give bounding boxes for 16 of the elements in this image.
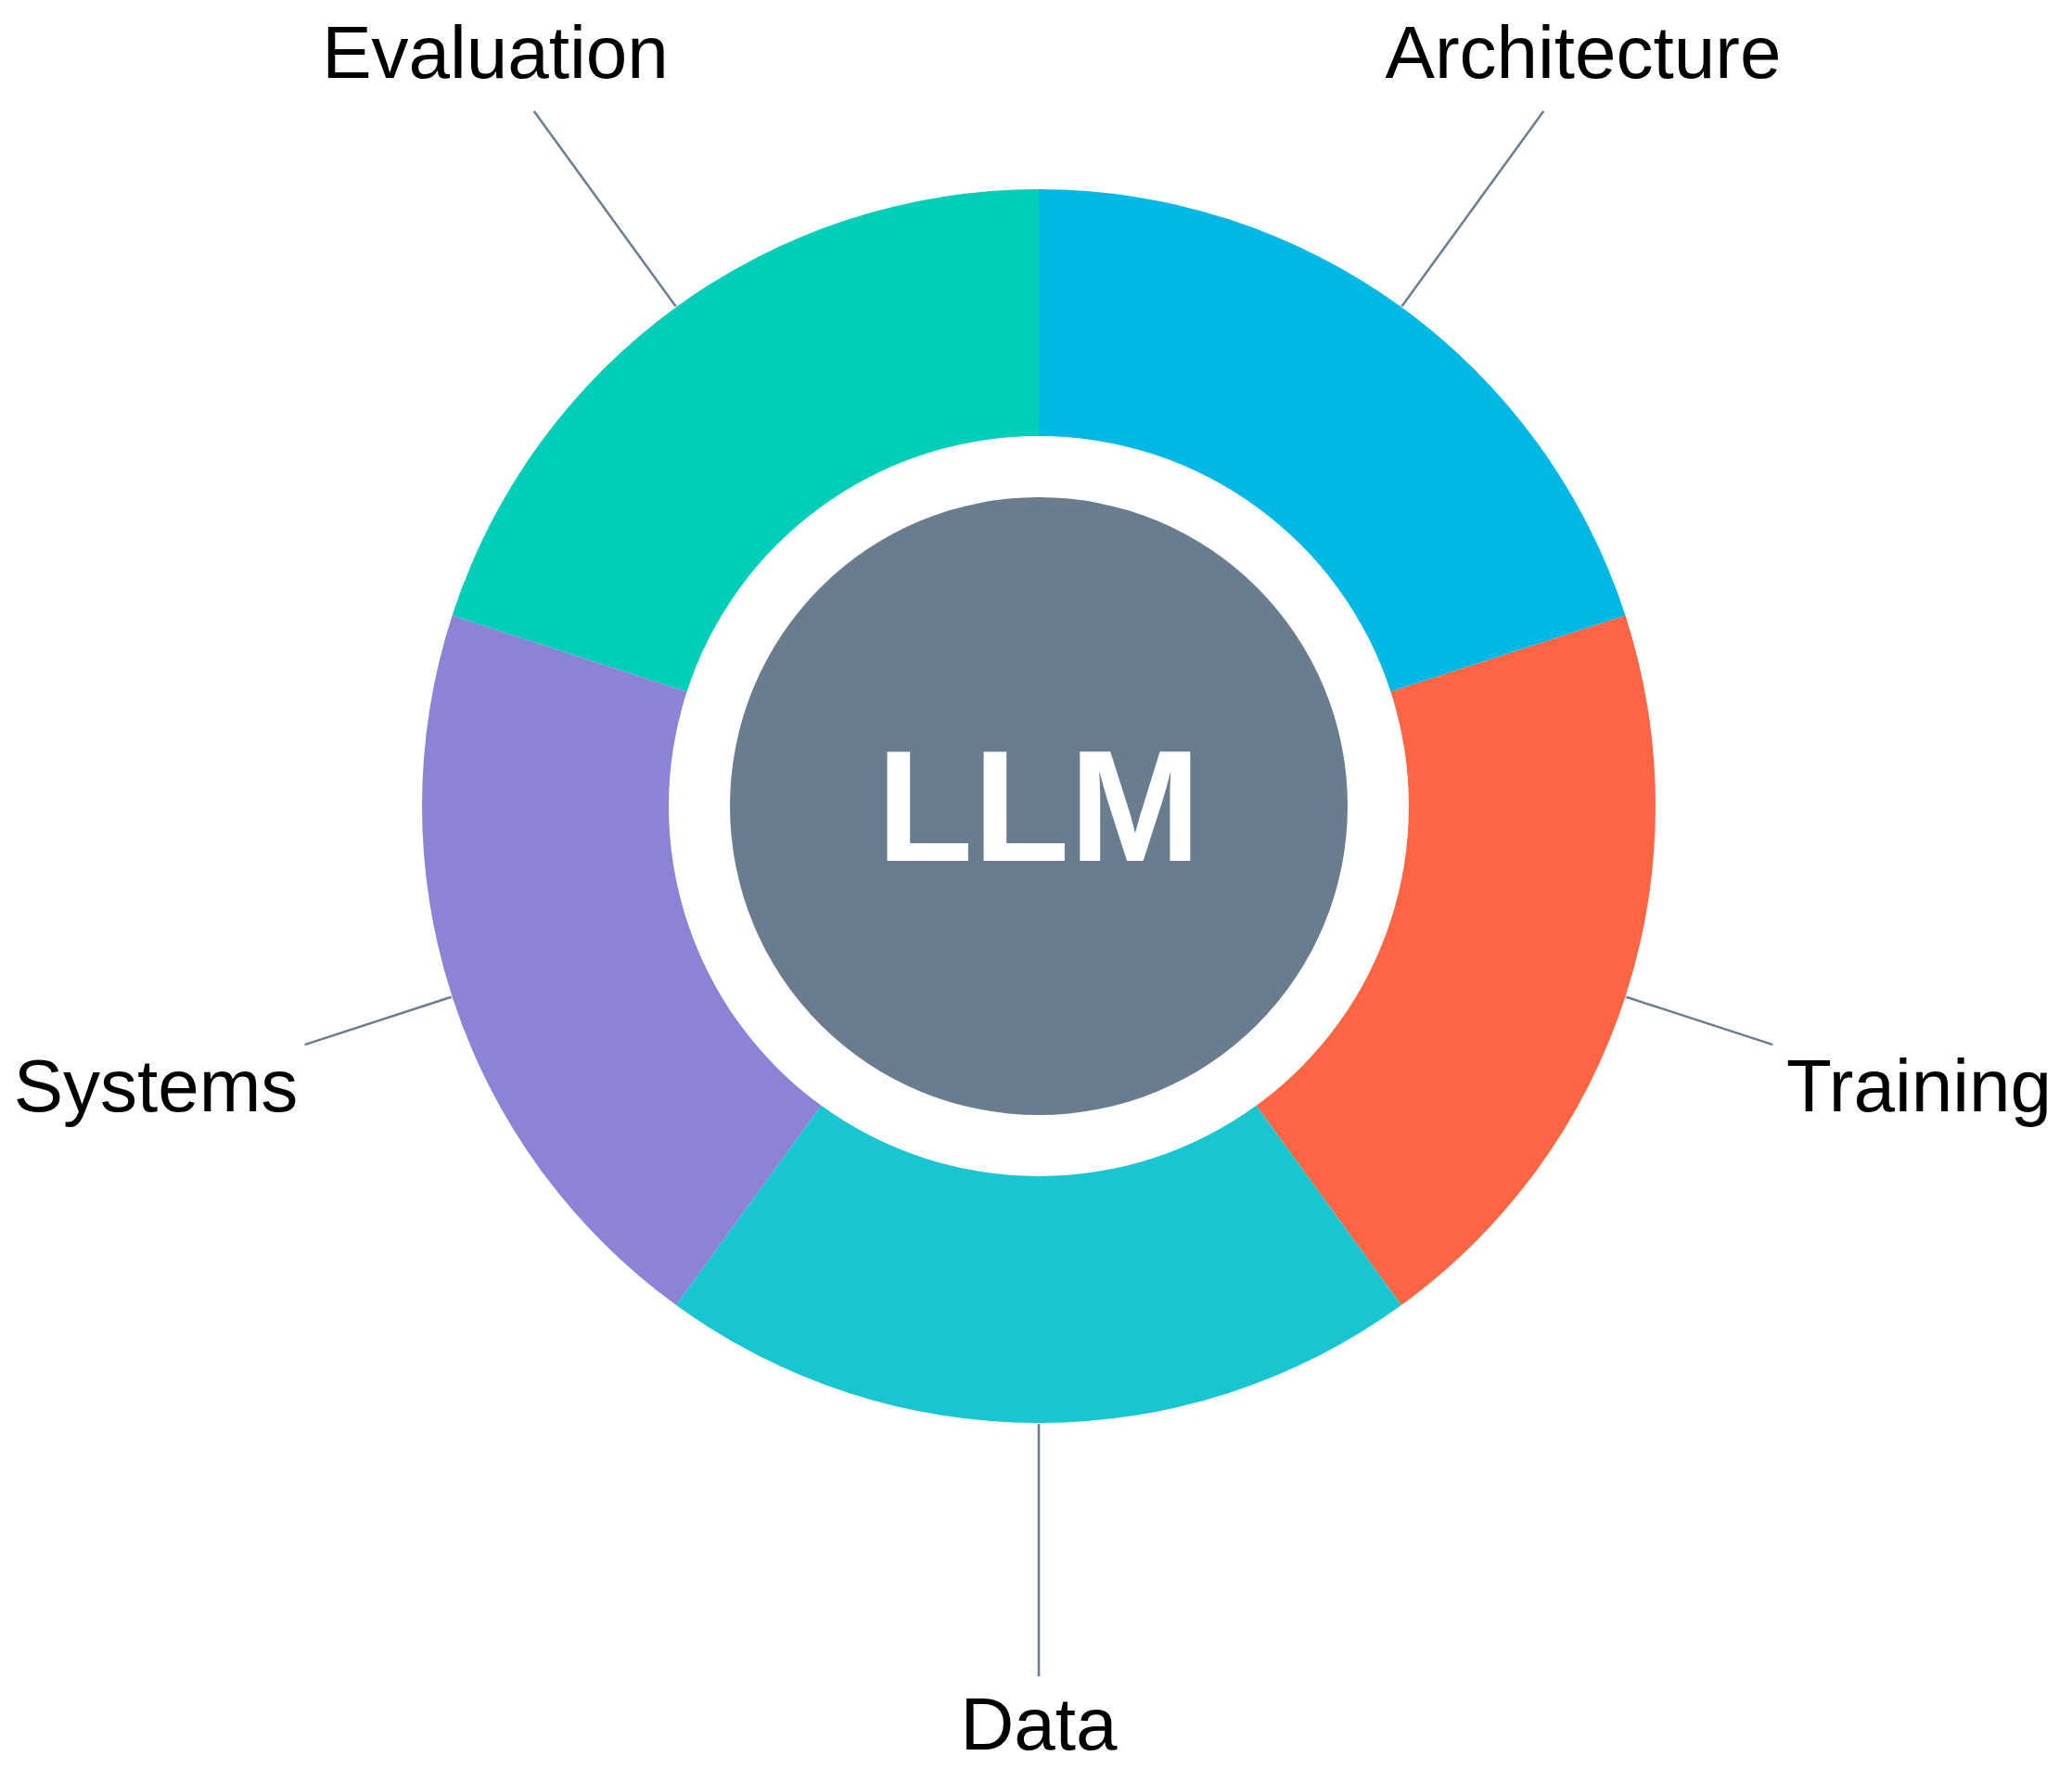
ring-segment [452, 189, 1039, 692]
leader-line [532, 110, 677, 307]
leader-line [1037, 1424, 1041, 1676]
ring-segment [423, 615, 822, 1305]
segment-label: Training [1785, 1045, 2053, 1127]
leader-line [1626, 995, 1773, 1046]
segment-label: Evaluation [322, 12, 669, 94]
segment-label: Architecture [1385, 12, 1782, 94]
ring-segment [1256, 615, 1655, 1305]
leader-line [1401, 110, 1545, 307]
ring-segment [676, 1105, 1401, 1423]
segment-label: Data [960, 1684, 1118, 1765]
circle-label: LLM [876, 717, 1201, 896]
segment-label: Systems [13, 1045, 299, 1127]
leader-line [304, 995, 452, 1046]
ring-segment [1039, 189, 1626, 692]
